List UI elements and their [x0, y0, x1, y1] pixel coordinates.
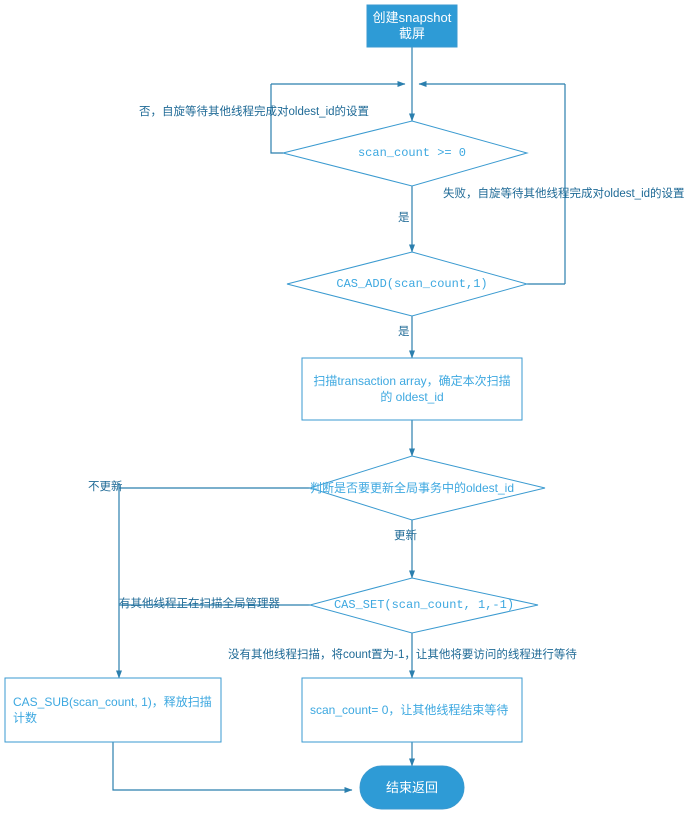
process-cas-sub-shape — [4, 677, 222, 743]
decision-update-oldest-shape — [308, 455, 546, 521]
process-scan-array-shape — [301, 357, 523, 421]
edge-decision-scan-count-no-loop — [270, 84, 283, 154]
edge-label-spin-wait-no: 否，自旋等待其他线程完成对oldest_id的设置 — [139, 106, 370, 118]
edge-cas-sub-to-end — [112, 742, 353, 793]
edge-label-yes-1: 是 — [398, 212, 410, 224]
edge-label-no-update: 不更新 — [88, 481, 123, 493]
edge-label-other-thread-scanning: 有其他线程正在扫描全局管理器 — [119, 598, 280, 610]
start-node-shape — [366, 4, 458, 48]
decision-cas-add-shape — [286, 251, 529, 317]
edge-label-update: 更新 — [394, 530, 417, 542]
edge-label-yes-2: 是 — [398, 326, 410, 338]
process-reset-count-shape — [301, 677, 523, 743]
decision-cas-set-shape — [308, 577, 539, 634]
edge-label-spin-wait-fail: 失败，自旋等待其他线程完成对oldest_id的设置 — [443, 188, 685, 200]
edge-label-no-other-thread: 没有其他线程扫描，将count置为-1，让其他将要访问的线程进行等待 — [228, 649, 577, 661]
decision-scan-count-shape — [282, 120, 529, 187]
end-node-shape — [359, 765, 465, 810]
